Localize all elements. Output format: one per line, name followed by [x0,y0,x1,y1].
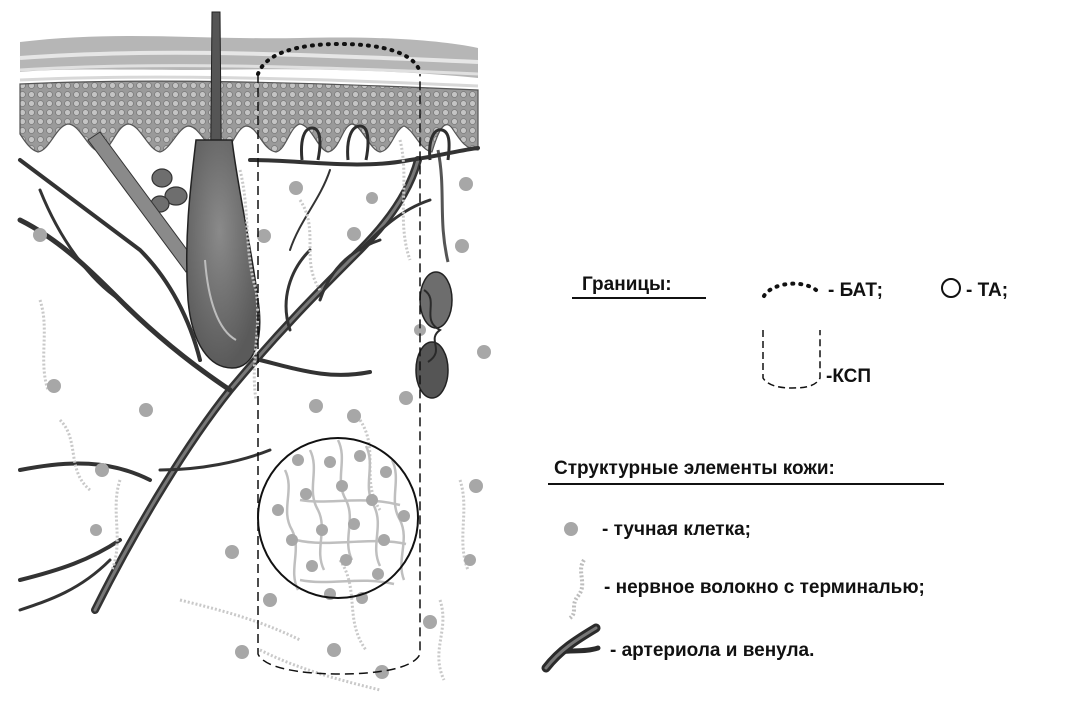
legend: Границы: - БАТ; - ТА; -КСП Структурные э… [546,274,1008,668]
bat-legend-label: - БАТ; [828,280,883,301]
ta-legend-icon [942,279,960,297]
ksp-legend-icon [763,330,820,388]
mast-cell-icon [564,522,578,536]
nerve-fiber-icon [570,560,584,618]
ta-boundary [258,438,418,598]
mast-cell-label: - тучная клетка; [602,519,751,540]
epidermis-surface [20,36,478,86]
ksp-legend-label: -КСП [826,366,871,387]
skin-illustration [20,12,491,690]
arteriole-venule-icon [546,628,598,668]
bat-legend-icon [764,284,820,296]
sebaceous-gland [151,169,187,212]
nerve-fiber-label: - нервное волокно с терминалью; [604,577,925,598]
boundaries-heading: Границы: [582,274,672,295]
ta-legend-label: - ТА; [966,280,1008,301]
vessel-network [20,148,478,610]
structures-heading: Структурные элементы кожи: [554,458,835,479]
arteriole-venule-label: - артериола и венула. [610,640,814,661]
sweat-gland [416,150,452,398]
